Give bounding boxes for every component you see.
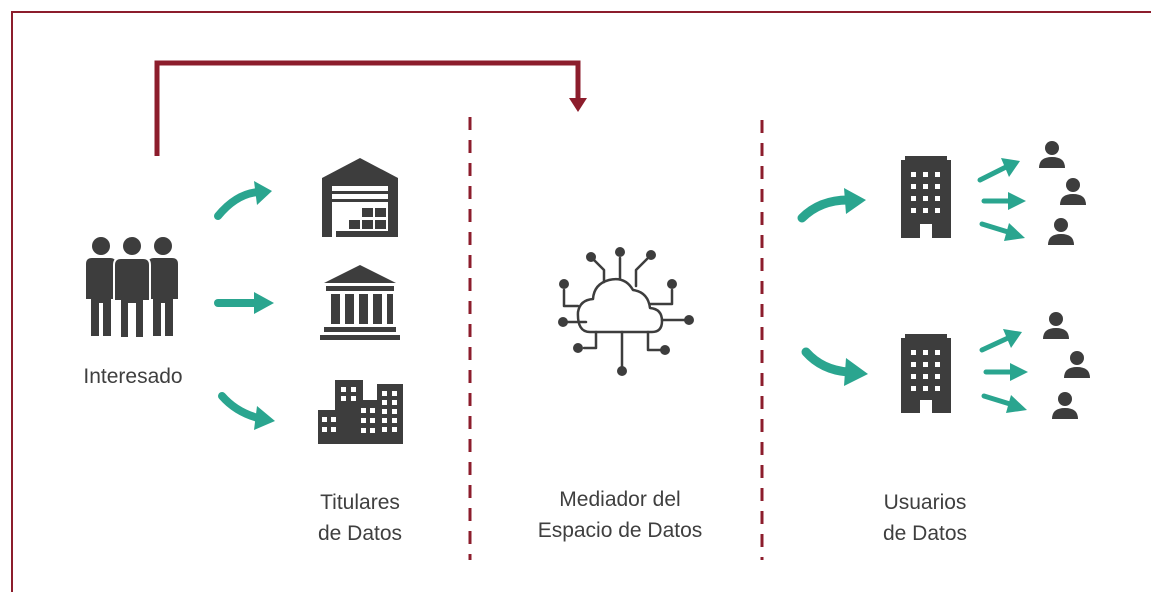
office-building-icon (901, 334, 951, 413)
arrow-to-city (218, 392, 275, 430)
city-buildings-icon (318, 380, 403, 444)
person-icon (1039, 141, 1065, 168)
titulares-label: Titulares de Datos (290, 487, 430, 549)
person-icon (1043, 312, 1069, 339)
person-icon (1060, 178, 1086, 205)
bank-icon (320, 265, 400, 340)
titulares-label-line2: de Datos (317, 522, 403, 545)
warehouse-icon (322, 158, 398, 237)
user-arrows-bottom (979, 329, 1028, 413)
cloud-network-icon (558, 247, 694, 376)
person-icon (1048, 218, 1074, 245)
arrow-to-warehouse (214, 181, 272, 220)
usuarios-label: Usuarios de Datos (855, 487, 995, 549)
arrow-to-user (979, 329, 1022, 353)
arrow-to-user (981, 192, 1026, 210)
arrow-to-user (981, 393, 1027, 413)
arrow-to-bank (214, 292, 274, 314)
usuarios-label-line1: Usuarios (883, 491, 967, 514)
frame-border (11, 11, 1151, 592)
arrow-to-building-bottom (801, 347, 868, 386)
usuarios-label-line2: de Datos (882, 522, 968, 545)
interesado-arrows (214, 181, 275, 430)
interesado-label-text: Interesado (83, 365, 183, 388)
office-building-icon (901, 156, 951, 238)
mediador-label-line2: Espacio de Datos (537, 519, 703, 542)
person-icon (1052, 392, 1078, 419)
mediador-label: Mediador del Espacio de Datos (505, 484, 735, 546)
arrow-to-user (983, 363, 1028, 381)
users-bottom (1043, 312, 1090, 419)
interesado-label: Interesado (58, 361, 208, 392)
connector-arrowhead (569, 98, 587, 112)
arrow-to-user (977, 158, 1020, 183)
titulares-label-line1: Titulares (320, 491, 400, 514)
people-group-icon (86, 235, 178, 339)
users-top (1039, 141, 1086, 245)
interesado-to-mediator-connector (154, 60, 587, 156)
person-icon (1064, 351, 1090, 378)
mediador-label-line1: Mediador del (559, 488, 681, 511)
user-arrows-top (977, 158, 1026, 241)
arrow-to-building-top (797, 188, 866, 223)
arrow-to-user (979, 221, 1025, 241)
